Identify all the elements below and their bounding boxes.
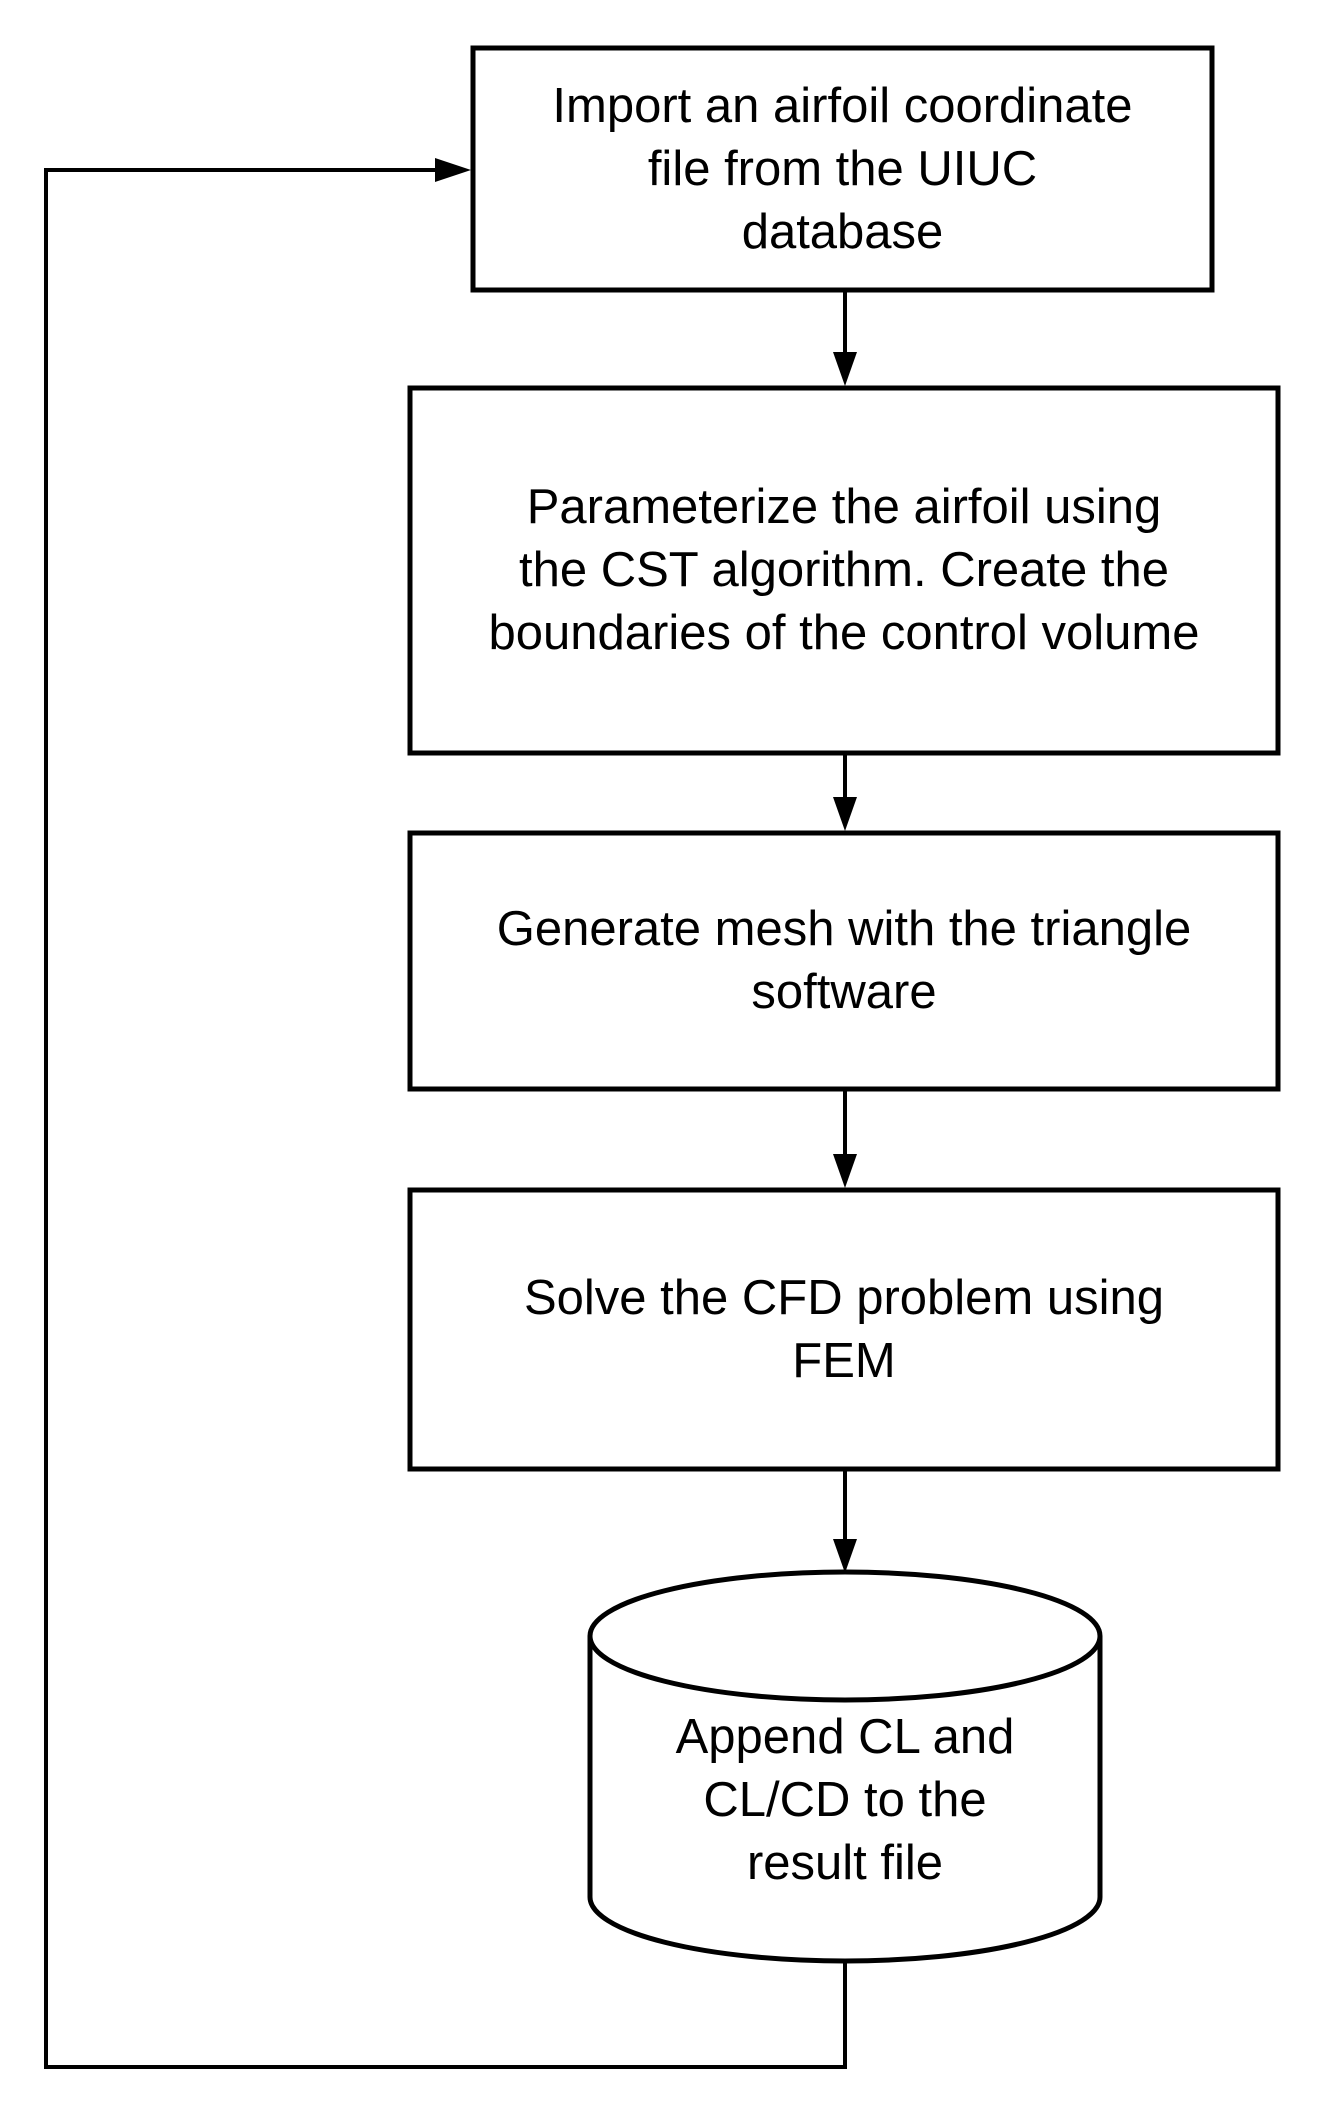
edge-mesh-to-solve [833, 1091, 857, 1188]
edge-import-to-parameterize [833, 290, 857, 386]
edge-solve-to-append [833, 1471, 857, 1573]
node-solve-cfd-box [407, 1187, 1281, 1472]
node-import-box [470, 45, 1215, 293]
node-parameterize-box [407, 385, 1281, 756]
node-append-results-cylinder [587, 1569, 1103, 1964]
node-generate-mesh-box [407, 830, 1281, 1092]
edge-append-loop-to-import [44, 158, 847, 2069]
edge-parameterize-to-mesh [833, 755, 857, 831]
